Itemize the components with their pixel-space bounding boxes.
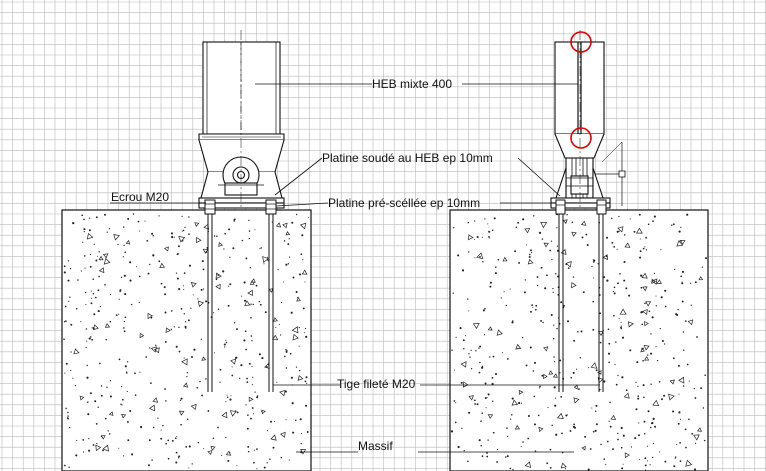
label-heb: HEB mixte 400 [372, 77, 452, 91]
label-platine-soude: Platine soudé au HEB ep 10mm [322, 151, 493, 165]
right-column-assembly [550, 30, 626, 392]
annotation-labels: HEB mixte 400 Platine soudé au HEB ep 10… [111, 77, 493, 453]
leader-lines [110, 83, 600, 453]
left-footing [61, 209, 312, 471]
label-platine-prescellee: Platine pré-scéllée ep 10mm [328, 196, 480, 210]
bottom-weld-highlight [570, 127, 592, 149]
top-weld-highlight [570, 31, 592, 53]
left-column-assembly [198, 30, 285, 392]
label-massif: Massif [358, 439, 393, 453]
label-tige: Tige fileté M20 [337, 377, 416, 391]
right-concrete-texture [450, 213, 708, 471]
left-concrete-texture [63, 213, 310, 470]
label-ecrou: Ecrou M20 [111, 190, 169, 204]
right-footing [449, 209, 709, 471]
highlight-markers [570, 31, 592, 149]
